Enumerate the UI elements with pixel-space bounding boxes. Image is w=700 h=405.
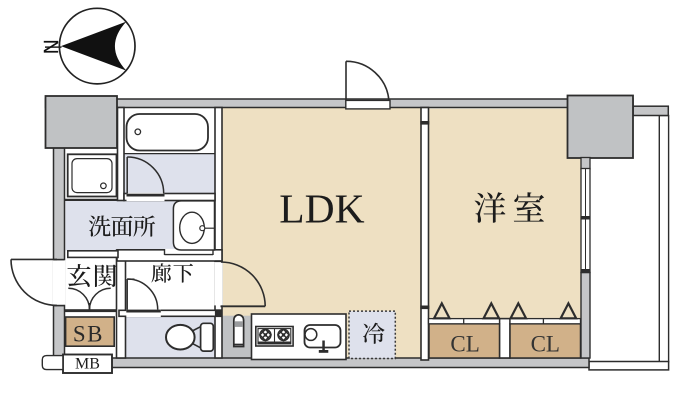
svg-text:CL: CL <box>531 332 560 357</box>
svg-text:CL: CL <box>450 332 479 357</box>
svg-text:LDK: LDK <box>279 185 364 231</box>
svg-text:SB: SB <box>73 321 104 346</box>
svg-text:MB: MB <box>75 356 100 373</box>
